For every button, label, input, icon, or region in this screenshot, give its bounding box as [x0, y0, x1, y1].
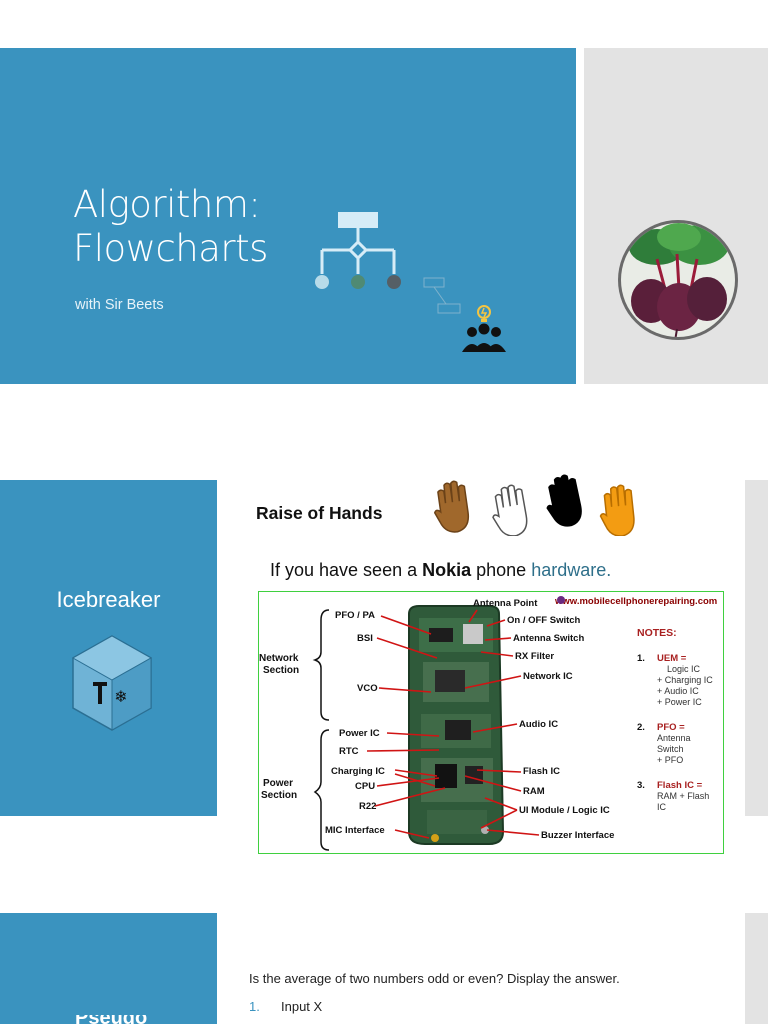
- seen-nokia-prompt: If you have seen a Nokia phone hardware.: [270, 560, 611, 581]
- flowchart-icon: [315, 212, 401, 289]
- raise-of-hands-label: Raise of Hands: [256, 503, 383, 523]
- label-buzzer-interface: Buzzer Interface: [541, 830, 614, 841]
- label-bsi: BSI: [357, 633, 373, 644]
- note-3-line: RAM + Flash: [657, 791, 709, 801]
- seen-text-pre: If you have seen a: [270, 560, 423, 580]
- hand-icons: [433, 474, 635, 536]
- label-mic-interface: MIC Interface: [325, 825, 385, 836]
- slide-3-heading-cropped: Pseudo: [75, 1015, 165, 1024]
- slide-1-title: Algorithm: Flowcharts: [73, 183, 268, 271]
- group-power-line2: Section: [261, 790, 297, 801]
- slide-2-heading: Icebreaker: [56, 587, 161, 612]
- label-network-ic: Network IC: [523, 671, 573, 682]
- note-2-head: PFO =: [657, 722, 685, 733]
- team-idea-icon: [423, 277, 506, 352]
- note-1-num: 1.: [637, 653, 645, 664]
- slide-3-left-panel: [0, 913, 217, 1024]
- title-line-2: Flowcharts: [73, 227, 268, 270]
- seen-text-bold: Nokia: [422, 560, 472, 580]
- note-2-line: + PFO: [657, 755, 683, 765]
- label-antenna-point: Antenna Point: [473, 598, 538, 609]
- note-1-line: + Audio IC: [657, 686, 699, 696]
- label-rx-filter: RX Filter: [515, 651, 554, 662]
- label-cpu: CPU: [355, 781, 375, 792]
- slide-3-heading: Pseudo: [75, 1015, 165, 1024]
- note-2-num: 2.: [637, 722, 645, 733]
- group-network-line1: Network: [259, 653, 299, 664]
- label-pfo-pa: PFO / PA: [335, 610, 375, 621]
- label-r22: R22: [359, 801, 376, 812]
- source-url: www.mobilecellphonerepairing.com: [554, 596, 717, 607]
- step-1-number: 1.: [249, 999, 260, 1014]
- step-1-text: Input X: [281, 999, 323, 1014]
- toolbox-cube-icon: ❄: [71, 635, 153, 731]
- seen-text-hardware: hardware.: [531, 560, 612, 580]
- slide-3-side-panel: [745, 913, 768, 1024]
- note-3-num: 3.: [637, 780, 645, 791]
- note-3-line: IC: [657, 802, 667, 812]
- note-2-line: Antenna: [657, 733, 691, 743]
- label-charging-ic: Charging IC: [331, 766, 385, 777]
- label-ram: RAM: [523, 786, 545, 797]
- note-3-head: Flash IC =: [657, 780, 703, 791]
- note-1-line: + Charging IC: [657, 675, 713, 685]
- slide-1-subtitle: with Sir Beets: [75, 297, 164, 313]
- note-2-line: Switch: [657, 744, 684, 754]
- url-logo-icon: [557, 596, 565, 604]
- svg-text:❄: ❄: [114, 687, 127, 706]
- label-ui-module: UI Module / Logic IC: [519, 805, 610, 816]
- note-1-line: Logic IC: [667, 664, 701, 674]
- pcb-image: [408, 605, 505, 845]
- group-power-line1: Power: [263, 778, 293, 789]
- phone-board-diagram: Network Section Power Section PFO / PA B…: [258, 591, 724, 854]
- note-1-line: + Power IC: [657, 697, 702, 707]
- slide-2-side-panel: [745, 480, 768, 816]
- label-on-off-switch: On / OFF Switch: [507, 615, 581, 626]
- slide-3-question: Is the average of two numbers odd or eve…: [249, 971, 620, 986]
- title-line-1: Algorithm:: [73, 183, 261, 226]
- beets-photo: [618, 220, 738, 340]
- label-audio-ic: Audio IC: [519, 719, 558, 730]
- label-antenna-switch: Antenna Switch: [513, 633, 584, 644]
- label-vco: VCO: [357, 683, 378, 694]
- label-rtc: RTC: [339, 746, 359, 757]
- group-network-line2: Section: [263, 665, 299, 676]
- label-flash-ic: Flash IC: [523, 766, 560, 777]
- note-1-head: UEM =: [657, 653, 687, 664]
- slide-3-step-1: 1. Input X: [249, 999, 322, 1014]
- label-power-ic: Power IC: [339, 728, 380, 739]
- notes-title: NOTES:: [637, 627, 677, 639]
- seen-text-mid: phone: [471, 560, 532, 580]
